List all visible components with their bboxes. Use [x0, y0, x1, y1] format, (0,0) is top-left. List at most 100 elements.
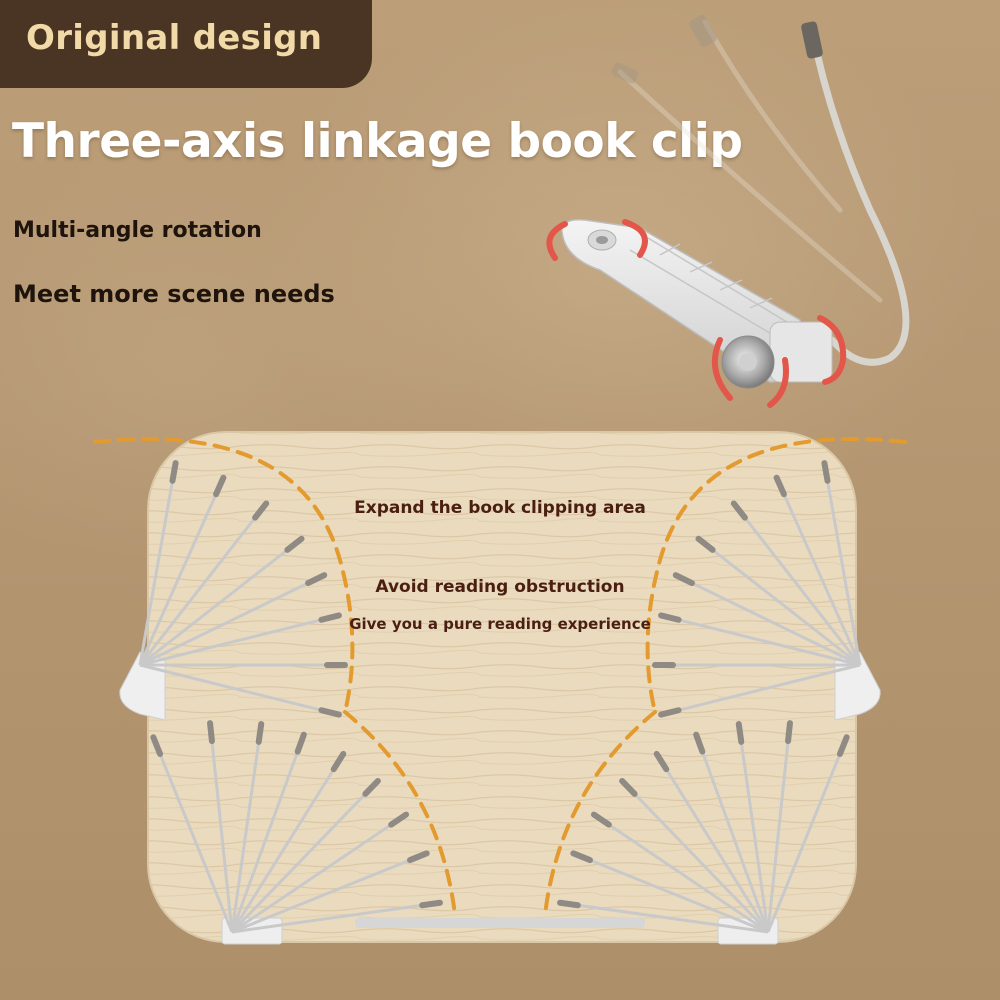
rotation-knob-center	[739, 353, 757, 371]
rotation-arrow-knob	[711, 337, 789, 408]
ghost-arm-2	[617, 69, 883, 303]
fan-arms-left-upper	[138, 460, 348, 718]
clip-arm-tip-3	[735, 721, 745, 745]
clip-arm-rib-2	[647, 237, 801, 331]
subtitle-rotation: Multi-angle rotation	[13, 218, 262, 243]
clip-arm-position-7	[593, 813, 769, 934]
clip-arm-tip-6	[318, 612, 342, 623]
clip-arm-position-5	[139, 573, 325, 667]
clip-arm-position-2	[208, 722, 234, 933]
clip-arm-tip-3	[255, 721, 265, 745]
clip-arm-rib-4	[689, 261, 713, 273]
clip-arm-rib-6	[749, 297, 773, 309]
clip-arm-tip-7	[388, 811, 410, 828]
clip-arm-position-3	[732, 502, 862, 666]
clip-arm-position-8	[231, 851, 428, 934]
clip-arm-tip-7	[590, 811, 612, 828]
clip-arm-tip-5	[653, 750, 670, 773]
clip-arm-position-8	[660, 663, 861, 717]
clip-arm-tip-5	[305, 572, 328, 587]
clip-arm-tip-2	[207, 720, 215, 745]
clip-arm-position-5	[675, 573, 861, 667]
clip-arm-tip-8	[570, 850, 593, 864]
clip-arm-rib-1	[629, 249, 791, 346]
rotation-arrow-joint	[817, 315, 847, 385]
clip-arm-position-1	[138, 462, 178, 666]
clip-arm-position-5	[655, 753, 770, 933]
ghost-arm-1	[702, 19, 843, 213]
clip-arm-position-3	[737, 723, 770, 933]
headline-title: Three-axis linkage book clip	[12, 114, 743, 169]
fan-arms-right-upper	[652, 460, 862, 718]
dashed-arc-right-upper	[645, 437, 907, 714]
clip-arm-tip-4	[693, 731, 706, 755]
dashed-arc-left-lower	[343, 710, 457, 917]
clip-arm-tip-4	[695, 535, 716, 553]
clip-arm-position-1	[822, 462, 862, 666]
callout-avoid-obstruction: Avoid reading obstruction	[375, 577, 625, 597]
clip-arm-tip-9	[419, 899, 443, 909]
clip-arm-position-6	[230, 779, 379, 934]
subtitle-scene-needs: Meet more scene needs	[13, 280, 335, 308]
clip-arm-tip-1	[169, 460, 179, 484]
clip-arm-tip-8	[318, 707, 342, 718]
fan-arms-right-lower	[557, 720, 850, 934]
ghost-arm-tip-1	[689, 14, 717, 48]
clip-arm-position-1	[151, 736, 234, 933]
clip-joint-block	[769, 321, 833, 383]
clip-arm-tip-4	[284, 535, 305, 553]
clip-arm-position-6	[139, 613, 340, 667]
original-design-badge: Original design	[0, 0, 372, 88]
clip-arm-rib-3	[659, 243, 681, 256]
clip-arm-position-4	[694, 734, 770, 933]
clip-arm-position-8	[139, 663, 340, 717]
clip-arm-tip-6	[362, 777, 381, 797]
clip-arm-position-1	[766, 736, 849, 933]
clip-arm-tip-5	[672, 572, 695, 587]
clip-arm-tip-3	[252, 500, 270, 521]
clip-arm-position-8	[572, 851, 769, 934]
clip-arm-tip-3	[730, 500, 748, 521]
callout-pure-reading: Give you a pure reading experience	[349, 615, 651, 633]
dashed-arc-right-lower	[543, 710, 657, 917]
clip-arm-tip-9	[557, 899, 581, 909]
clip-arm-position-6	[621, 779, 770, 934]
badge-label: Original design	[26, 18, 323, 58]
dashed-arc-left-upper	[93, 437, 355, 714]
clip-arm-position-4	[139, 537, 303, 667]
clip-arm-position-3	[230, 723, 263, 933]
clip-arm-position-5	[230, 753, 345, 933]
pivot-hole-inner	[596, 236, 608, 244]
callout-expand-area: Expand the book clipping area	[354, 498, 646, 518]
clip-arm-tip-6	[619, 777, 638, 797]
clip-arm-tip-8	[658, 707, 682, 718]
clip-arm-tip-2	[213, 474, 227, 498]
clip-arm-position-7	[231, 813, 407, 934]
ghost-arm-tip-2	[611, 62, 639, 84]
clip-arm-position-3	[138, 502, 268, 666]
clip-arm-position-4	[230, 734, 306, 933]
clip-arm-rib-5	[719, 279, 743, 291]
clip-arm-position-2	[766, 722, 792, 933]
clip-arm-tip-6	[658, 612, 682, 623]
rotation-arrow-pivot	[546, 219, 648, 261]
clip-arm-tip-8	[407, 850, 430, 864]
flexible-arm-tip	[801, 21, 823, 59]
board-bottom-lip	[355, 918, 645, 928]
clip-arm-position-2	[138, 477, 225, 666]
clip-arm-tip-2	[785, 720, 793, 745]
clip-arm-position-2	[775, 477, 862, 666]
clip-arm-tip-4	[294, 731, 307, 755]
fan-arms-left-lower	[150, 720, 443, 934]
clip-arm-tip-2	[773, 474, 787, 498]
clip-arm-position-4	[697, 537, 861, 667]
clip-arm-position-6	[660, 613, 861, 667]
clip-arm-tip-1	[150, 734, 164, 757]
clip-arm-tip-1	[821, 460, 831, 484]
clip-arm-position-9	[559, 901, 769, 934]
clip-arm-position-9	[231, 901, 441, 934]
clip-arm-tip-1	[836, 734, 850, 757]
clip-arm-tip-5	[330, 750, 347, 773]
flexible-arm-rod	[808, 26, 910, 366]
